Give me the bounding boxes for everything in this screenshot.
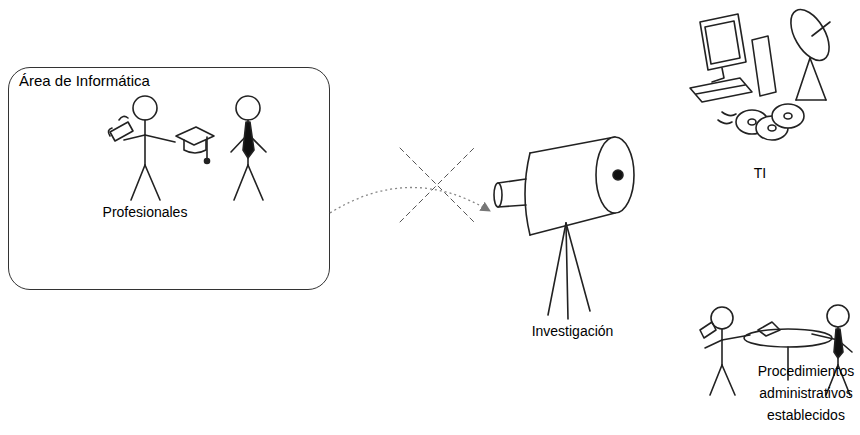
meeting-figure: [812, 305, 852, 395]
cd-icon: [718, 104, 804, 140]
graduation-cap: [176, 127, 214, 164]
dotted-arrow: [330, 187, 490, 213]
meeting-figure: [700, 307, 750, 395]
group-box: Área de Informática: [8, 67, 330, 290]
computer-icon: [690, 14, 776, 102]
group-label: Profesionales: [85, 202, 205, 222]
professional-figure: [231, 96, 266, 200]
cross-mark: [400, 148, 474, 222]
procedure-label: Procedimientos administrativos estableci…: [752, 360, 860, 426]
icon-label: TI: [730, 163, 790, 183]
group-title: Área de Informática: [19, 72, 150, 89]
satellite-dish-icon: [783, 3, 837, 100]
telescope-node: Investigación: [490, 135, 655, 350]
telescope-symbol: [490, 135, 655, 350]
professional-figure: [108, 96, 175, 200]
node-label: Investigación: [490, 323, 655, 339]
